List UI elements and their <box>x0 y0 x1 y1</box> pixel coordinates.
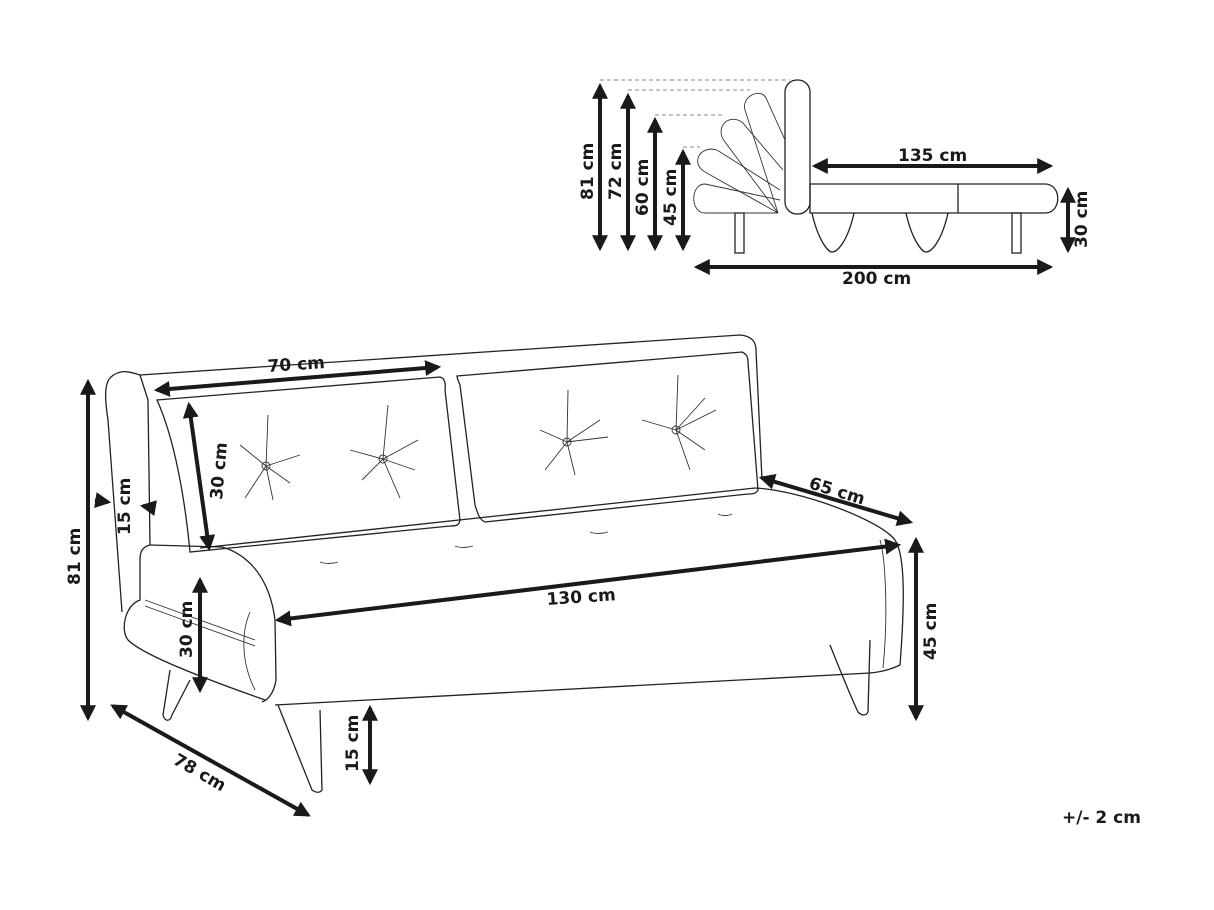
tolerance-note: +/- 2 cm <box>1062 808 1141 828</box>
side-height-81: 81 cm <box>578 143 598 200</box>
front-backrest-thickness: 15 cm <box>115 478 135 535</box>
front-seat-depth: 65 cm <box>807 474 868 510</box>
front-cushion-width: 70 cm <box>267 353 326 377</box>
side-height-60: 60 cm <box>633 159 653 216</box>
side-height-45: 45 cm <box>661 169 681 226</box>
perspective-view: 81 cm 70 cm 30 cm 15 cm 30 cm 130 cm 65 … <box>65 334 941 817</box>
side-view: 81 cm 72 cm 60 cm 45 cm 135 cm 30 cm 200… <box>578 79 1092 289</box>
front-leg-height: 15 cm <box>343 715 363 772</box>
front-armrest-height: 30 cm <box>177 601 197 658</box>
side-height-72: 72 cm <box>606 143 626 200</box>
side-total-length: 200 cm <box>842 269 911 289</box>
front-cushion-height: 30 cm <box>207 442 232 501</box>
front-seat-height: 45 cm <box>921 603 941 660</box>
front-total-depth: 78 cm <box>170 750 230 796</box>
front-total-height: 81 cm <box>65 528 85 585</box>
side-seat-thickness: 30 cm <box>1072 191 1092 248</box>
side-seat-length: 135 cm <box>898 146 967 166</box>
front-seat-width: 130 cm <box>546 585 616 610</box>
